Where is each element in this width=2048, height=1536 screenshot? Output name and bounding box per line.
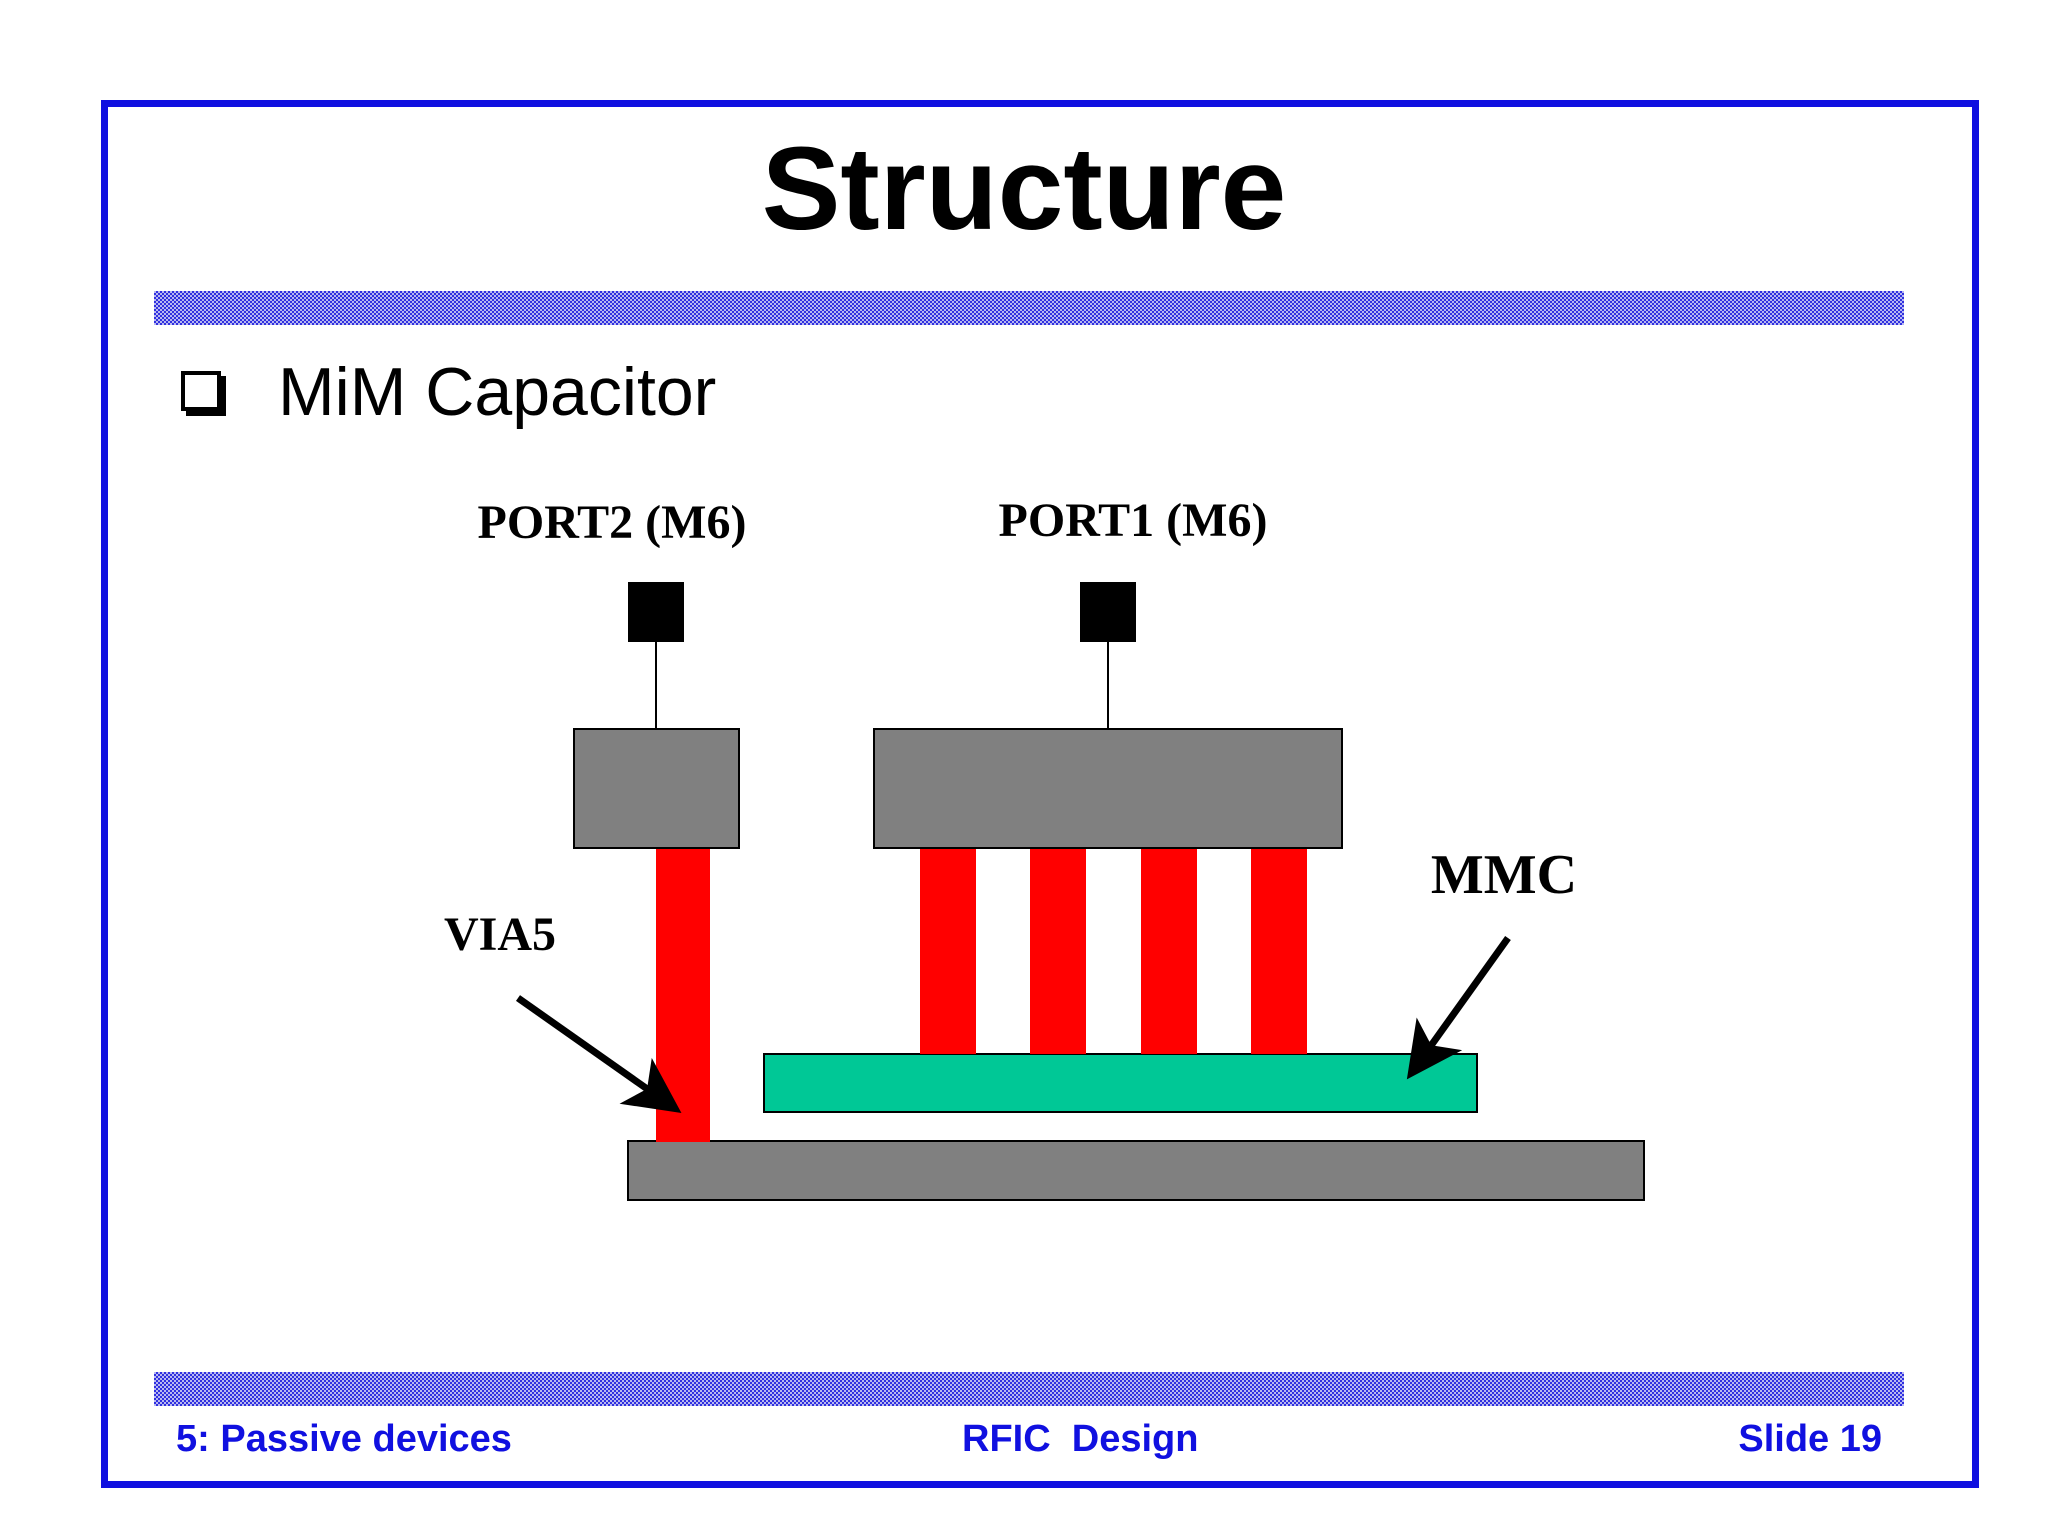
slide-frame	[101, 100, 1979, 1488]
mmc-label: MMC	[1431, 844, 1577, 906]
bullet-text: MiM Capacitor	[278, 354, 717, 430]
footer-chapter: 5: Passive devices	[176, 1418, 512, 1460]
checkbox-bullet-icon	[181, 371, 221, 411]
footer-slide-number: Slide 19	[1738, 1418, 1882, 1460]
port1-via-2	[1030, 848, 1086, 1054]
port2-label: PORT2 (M6)	[478, 496, 747, 549]
mmc-layer	[763, 1053, 1478, 1113]
header-divider-band	[154, 291, 1904, 325]
via5-label: VIA5	[444, 908, 556, 961]
bottom-metal-plate	[627, 1140, 1645, 1201]
via5-arrow	[515, 995, 682, 1114]
port2-pad	[628, 582, 684, 642]
port1-via-1	[920, 848, 976, 1054]
port1-label: PORT1 (M6)	[999, 494, 1268, 547]
footer-course: RFIC Design	[962, 1418, 1199, 1460]
mmc-arrow	[1406, 935, 1511, 1080]
port1-via-4	[1251, 848, 1307, 1054]
port1-pad	[1080, 582, 1136, 642]
port1-via-3	[1141, 848, 1197, 1054]
port2-metal-block	[573, 728, 740, 849]
slide-title: Structure	[761, 123, 1287, 255]
footer-divider-band	[154, 1372, 1904, 1406]
port1-metal-block	[873, 728, 1343, 849]
